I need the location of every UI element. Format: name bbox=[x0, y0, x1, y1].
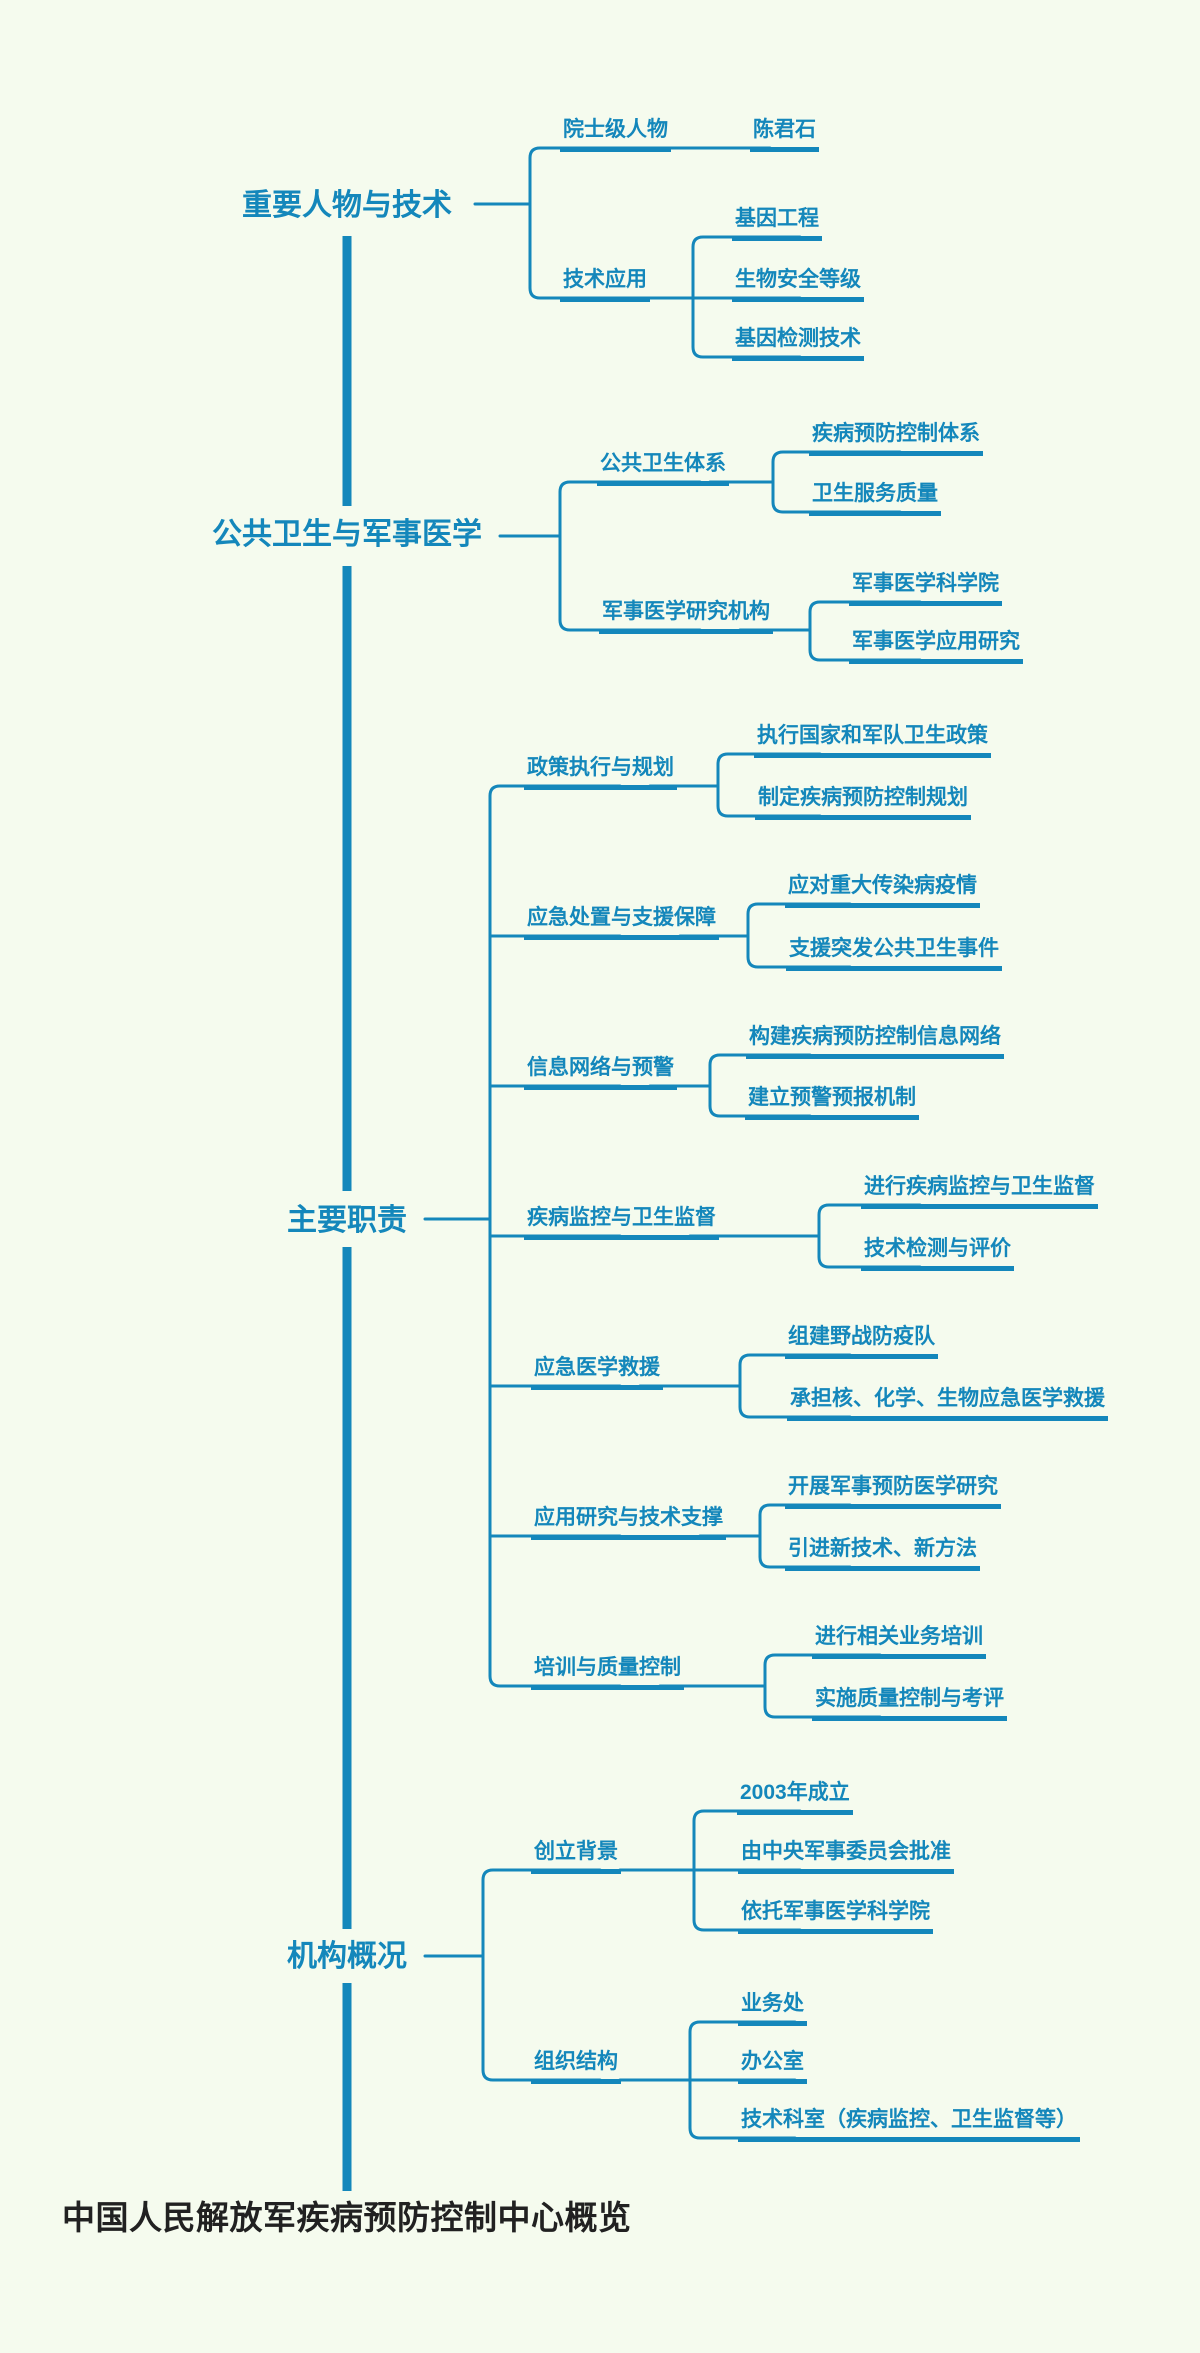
leaf-epidemic-response: 应对重大传染病疫情 bbox=[785, 875, 980, 908]
leaf-quality-control-review: 实施质量控制与考评 bbox=[812, 1688, 1007, 1721]
main-topic-key-figures-tech: 重要人物与技术 bbox=[242, 189, 452, 222]
leaf-military-med-academy: 军事医学科学院 bbox=[849, 573, 1002, 606]
subtopic-disease-surveillance: 疾病监控与卫生监督 bbox=[524, 1207, 719, 1240]
leaf-disease-control-system: 疾病预防控制体系 bbox=[809, 423, 983, 456]
leaf-implement-policy: 执行国家和军队卫生政策 bbox=[754, 725, 991, 758]
leaf-chen-junshi: 陈君石 bbox=[750, 119, 819, 152]
main-topic-public-health-military: 公共卫生与军事医学 bbox=[212, 518, 482, 551]
subtopic-tech-application: 技术应用 bbox=[560, 269, 650, 302]
subtopic-academician-figures: 院士级人物 bbox=[560, 119, 671, 152]
main-topic-org-overview: 机构概况 bbox=[287, 1940, 407, 1973]
leaf-business-training: 进行相关业务培训 bbox=[812, 1626, 986, 1659]
leaf-early-warning-mechanism: 建立预警预报机制 bbox=[745, 1087, 919, 1120]
leaf-founded-2003: 2003年成立 bbox=[737, 1782, 853, 1815]
leaf-based-on-amms: 依托军事医学科学院 bbox=[738, 1901, 933, 1934]
leaf-public-health-events: 支援突发公共卫生事件 bbox=[786, 938, 1002, 971]
leaf-build-info-network: 构建疾病预防控制信息网络 bbox=[746, 1026, 1004, 1059]
leaf-conduct-surveillance: 进行疾病监控与卫生监督 bbox=[861, 1176, 1098, 1209]
leaf-make-prevention-plan: 制定疾病预防控制规划 bbox=[755, 787, 971, 820]
subtopic-emergency-med-rescue: 应急医学救援 bbox=[531, 1357, 663, 1390]
leaf-biosafety-level: 生物安全等级 bbox=[732, 269, 864, 302]
leaf-general-office: 办公室 bbox=[738, 2051, 807, 2084]
subtopic-founding-background: 创立背景 bbox=[531, 1841, 621, 1874]
subtopic-info-network-warning: 信息网络与预警 bbox=[524, 1057, 677, 1090]
leaf-preventive-med-research: 开展军事预防医学研究 bbox=[785, 1476, 1001, 1509]
subtopic-military-med-research: 军事医学研究机构 bbox=[599, 601, 773, 634]
leaf-business-office: 业务处 bbox=[738, 1993, 807, 2026]
subtopic-org-structure: 组织结构 bbox=[531, 2051, 621, 2084]
subtopic-emergency-support: 应急处置与支援保障 bbox=[524, 907, 719, 940]
subtopic-training-quality: 培训与质量控制 bbox=[531, 1657, 684, 1690]
leaf-military-med-applied: 军事医学应用研究 bbox=[849, 631, 1023, 664]
subtopic-public-health-system: 公共卫生体系 bbox=[597, 453, 729, 486]
leaf-approved-by-cmc: 由中央军事委员会批准 bbox=[738, 1841, 954, 1874]
leaf-tech-testing-evaluation: 技术检测与评价 bbox=[861, 1238, 1014, 1271]
subtopic-applied-research: 应用研究与技术支撑 bbox=[531, 1507, 726, 1540]
subtopic-policy-planning: 政策执行与规划 bbox=[524, 757, 677, 790]
leaf-gene-engineering: 基因工程 bbox=[732, 208, 822, 241]
leaf-health-service-quality: 卫生服务质量 bbox=[809, 483, 941, 516]
leaf-technical-departments: 技术科室（疾病监控、卫生监督等） bbox=[738, 2109, 1080, 2142]
root-title: 中国人民解放军疾病预防控制中心概览 bbox=[62, 2199, 632, 2236]
leaf-new-tech-methods: 引进新技术、新方法 bbox=[785, 1538, 980, 1571]
leaf-nbc-medical-rescue: 承担核、化学、生物应急医学救援 bbox=[787, 1388, 1108, 1421]
main-topic-main-duties: 主要职责 bbox=[287, 1204, 407, 1237]
leaf-gene-testing-tech: 基因检测技术 bbox=[732, 328, 864, 361]
leaf-field-epidemic-teams: 组建野战防疫队 bbox=[785, 1326, 938, 1359]
